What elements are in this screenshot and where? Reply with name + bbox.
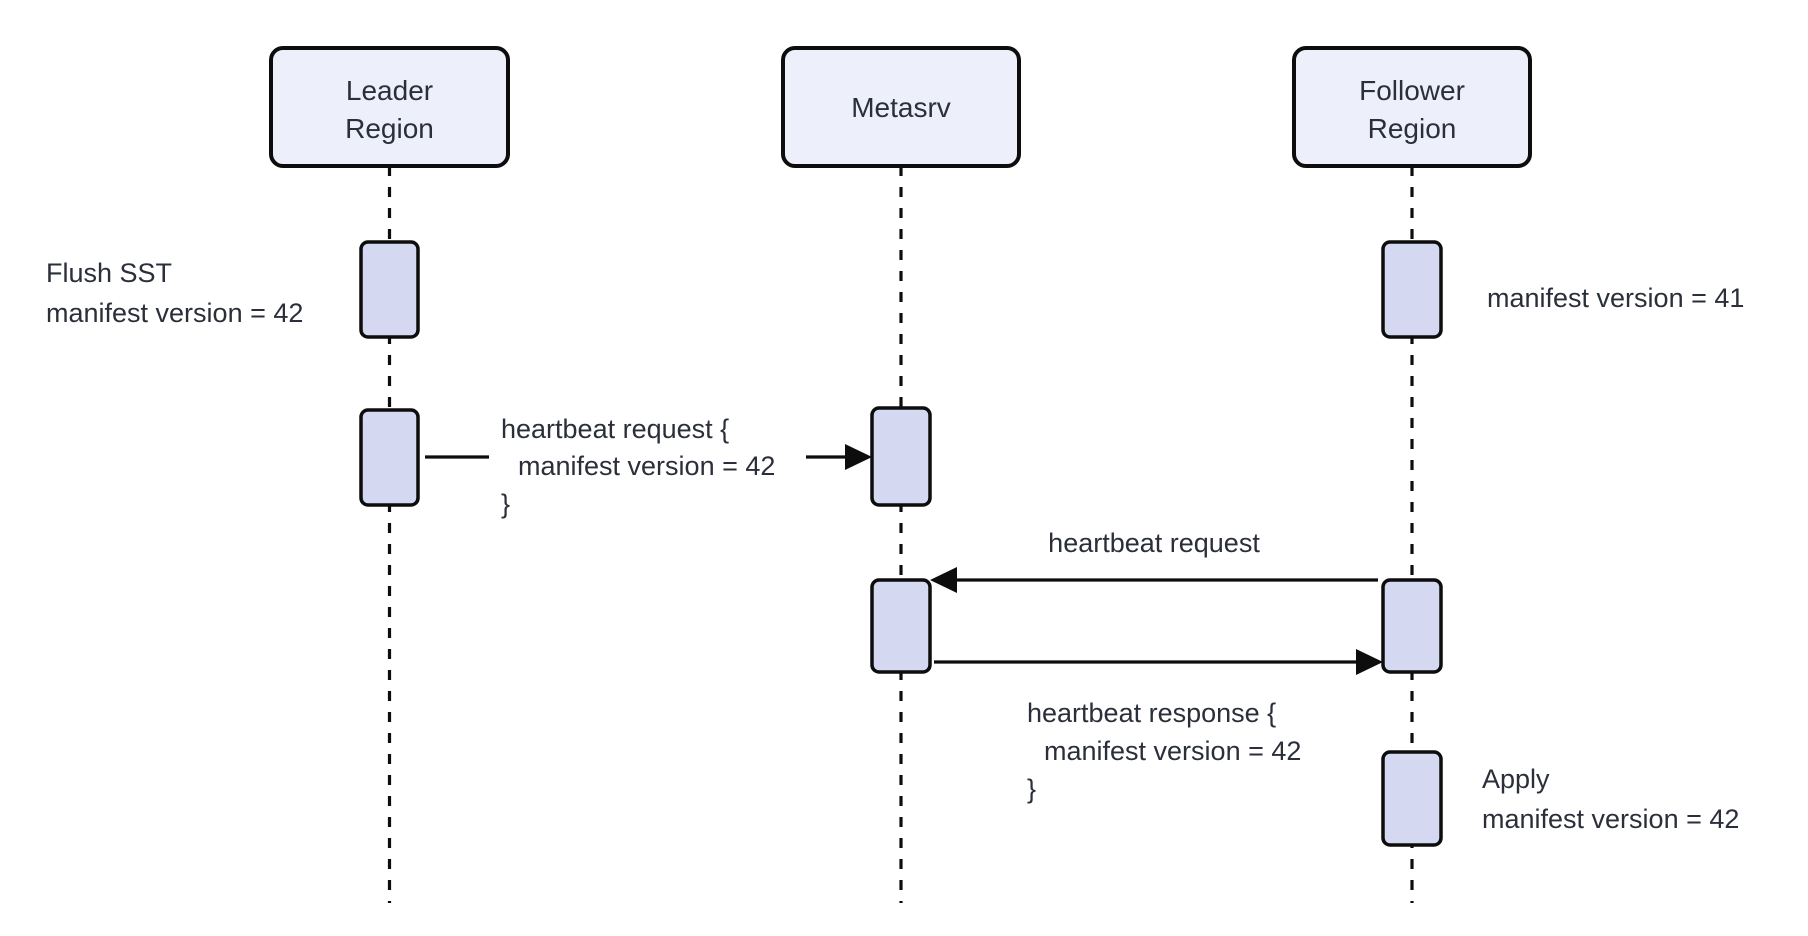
note-follower-version-41: manifest version = 41 [1487,283,1744,313]
actor-box-metasrv [781,46,1021,168]
arrowhead-right-icon [845,444,872,470]
message-label: heartbeat request [1048,528,1260,558]
actor-label-leader-line1: Leader [346,75,433,106]
arrowhead-right-icon [1356,649,1383,675]
message-label-line1: heartbeat response { [1027,698,1276,728]
message-label-line1: heartbeat request { [501,414,729,444]
message-label-line2: manifest version = 42 [1044,736,1301,766]
activation-leader-flush [359,240,420,339]
message-leader-heartbeat-request: heartbeat request { manifest version = 4… [425,414,872,519]
note-apply-line1: Apply [1482,764,1550,794]
actor-label-metasrv: Metasrv [851,92,951,123]
message-label-line3: } [1027,774,1036,804]
activation-leader-heartbeat [359,408,420,507]
activation-metasrv-receive-follower [870,578,932,674]
note-apply-line2: manifest version = 42 [1482,804,1739,834]
activation-follower-apply [1381,750,1443,847]
actor-label-follower-line2: Region [1368,113,1457,144]
message-follower-heartbeat-request: heartbeat request [930,528,1378,593]
note-apply: Apply manifest version = 42 [1482,764,1739,834]
actor-metasrv: Metasrv [781,46,1021,168]
arrowhead-left-icon [930,567,957,593]
note-flush-line2: manifest version = 42 [46,298,303,328]
note-version41-line1: manifest version = 41 [1487,283,1744,313]
actor-box-leader-region [269,46,510,168]
actor-label-leader-line2: Region [345,113,434,144]
activation-follower-heartbeat [1381,578,1443,674]
message-heartbeat-response: heartbeat response { manifest version = … [934,649,1383,804]
actor-follower-region: Follower Region [1292,46,1532,168]
activation-follower-v41 [1381,240,1443,339]
activation-metasrv-receive-leader [870,406,932,507]
note-flush-sst: Flush SST manifest version = 42 [46,258,303,328]
actor-label-follower-line1: Follower [1359,75,1465,106]
actor-box-follower-region [1292,46,1532,168]
note-flush-line1: Flush SST [46,258,172,288]
message-label-line2: manifest version = 42 [518,451,775,481]
message-label-line3: } [501,489,510,519]
actor-leader-region: Leader Region [269,46,510,168]
